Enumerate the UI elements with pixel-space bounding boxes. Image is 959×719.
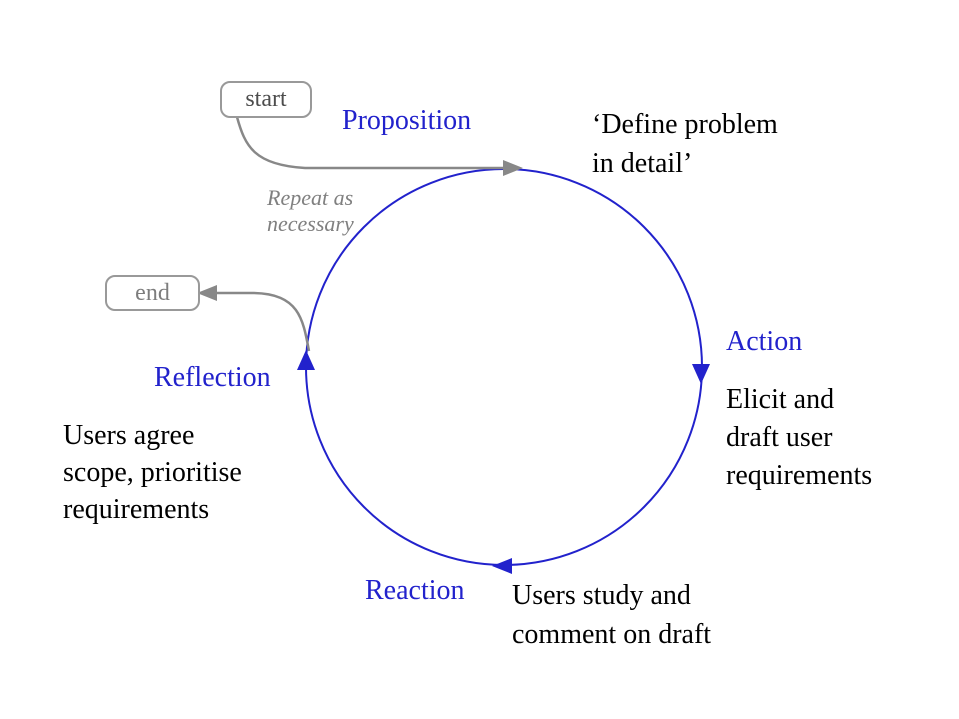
- start-arrowhead-icon: [503, 160, 523, 176]
- stage-label-action: Action: [726, 326, 803, 357]
- reflection-note-line: scope, prioritise: [63, 457, 242, 488]
- start-node: start: [220, 81, 312, 118]
- start-node-label: start: [245, 86, 287, 112]
- reaction-note: Users study and comment on draft: [512, 576, 711, 654]
- reaction-note-line: comment on draft: [512, 619, 712, 650]
- cycle-arrowhead-bottom-icon: [492, 558, 512, 574]
- reflection-note-line: Users agree: [63, 420, 195, 451]
- reflection-note: Users agree scope, prioritise requiremen…: [63, 417, 242, 528]
- action-note: Elicit and draft user requirements: [726, 381, 872, 495]
- proposition-note-line: in detail’: [592, 148, 693, 179]
- stage-label-proposition: Proposition: [342, 105, 472, 136]
- end-arrowhead-icon: [197, 285, 217, 301]
- end-node: end: [105, 275, 200, 311]
- cycle-arrowhead-right-icon: [692, 364, 710, 384]
- reaction-note-line: Users study and: [512, 580, 691, 611]
- cycle-arrowhead-left-icon: [297, 350, 315, 370]
- action-note-line: requirements: [726, 460, 873, 491]
- proposition-note-line: ‘Define problem: [592, 109, 778, 140]
- reflection-note-line: requirements: [63, 494, 210, 525]
- proposition-note: ‘Define problem in detail’: [592, 105, 778, 183]
- start-connector: [235, 116, 504, 170]
- action-note-line: draft user: [726, 422, 833, 453]
- end-connector: [212, 291, 311, 352]
- repeat-note: Repeat as necessary: [267, 185, 354, 237]
- repeat-note-line: necessary: [267, 211, 354, 236]
- cycle-circle: [305, 168, 703, 566]
- stage-label-reflection: Reflection: [154, 362, 271, 393]
- stage-label-reaction: Reaction: [365, 575, 465, 606]
- repeat-note-line: Repeat as: [267, 185, 354, 210]
- action-note-line: Elicit and: [726, 384, 835, 415]
- end-node-label: end: [135, 279, 170, 306]
